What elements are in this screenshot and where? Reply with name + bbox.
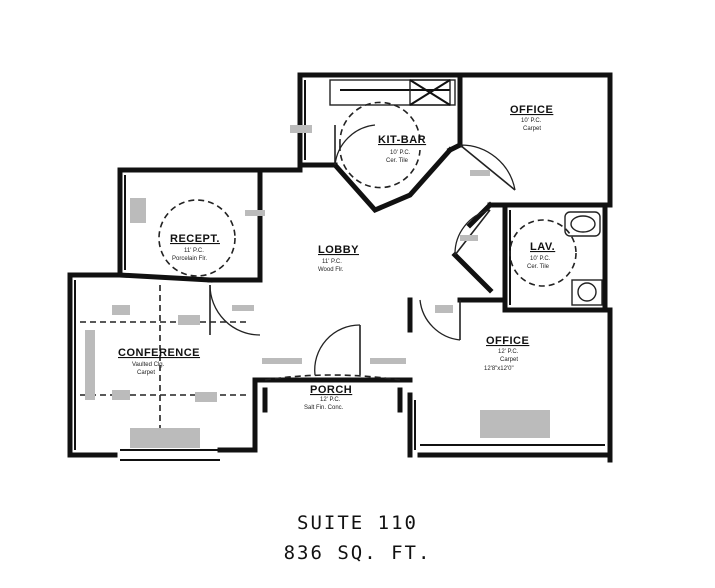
room-ceiling: 10' P.C. [390,150,411,156]
ceiling-features [80,101,577,445]
room-floor: Carpet [137,370,155,376]
room-ceiling: 10' P.C. [521,118,542,124]
room-office-bottom: OFFICE 12' P.C. Carpet 12'8"x12'0" [484,335,529,372]
room-size: 12'8"x12'0" [484,366,514,372]
doors [209,124,516,376]
room-ceiling: 12' P.C. [498,349,519,355]
room-label: PORCH [310,384,352,396]
room-label: OFFICE [486,335,529,347]
room-lobby: LOBBY 11' P.C. Wood Flr. [318,244,359,273]
room-floor: Carpet [500,357,518,363]
room-ceiling: Vaulted Clg. [132,362,165,368]
room-recept: RECEPT. 11' P.C. Porcelain Flr. [170,233,220,262]
room-floor: Cer. Tile [386,158,409,164]
room-ceiling: 10' P.C. [530,256,551,262]
room-floor: Wood Flr. [318,267,344,273]
wall-details [74,79,605,461]
suite-number: SUITE 110 [297,512,418,534]
room-floor: Carpet [523,126,541,132]
room-floor: Porcelain Flr. [172,256,207,262]
room-ceiling: 11' P.C. [184,248,204,254]
room-office-top: OFFICE 10' P.C. Carpet [510,104,553,132]
room-label: LOBBY [318,244,359,256]
lav-fixtures [564,211,603,306]
room-ceiling: 12' P.C. [320,397,341,403]
room-label: KIT-BAR [378,134,426,146]
suite-area: 836 SQ. FT. [283,542,432,564]
room-lav: LAV. 10' P.C. Cer. Tile [527,241,555,270]
room-label: RECEPT. [170,233,220,245]
room-ceiling: 11' P.C. [322,259,342,265]
room-floor: Cer. Tile [527,264,550,270]
room-conference: CONFERENCE Vaulted Clg. Carpet [118,347,200,376]
annotations [85,125,550,448]
walls [67,72,613,463]
room-label: CONFERENCE [118,347,200,359]
room-label: LAV. [530,241,555,253]
room-kitbar: KIT-BAR 10' P.C. Cer. Tile [378,134,426,164]
room-floor: Salt Fin. Conc. [304,405,344,411]
room-label: OFFICE [510,104,553,116]
room-porch: PORCH 12' P.C. Salt Fin. Conc. [304,384,352,411]
